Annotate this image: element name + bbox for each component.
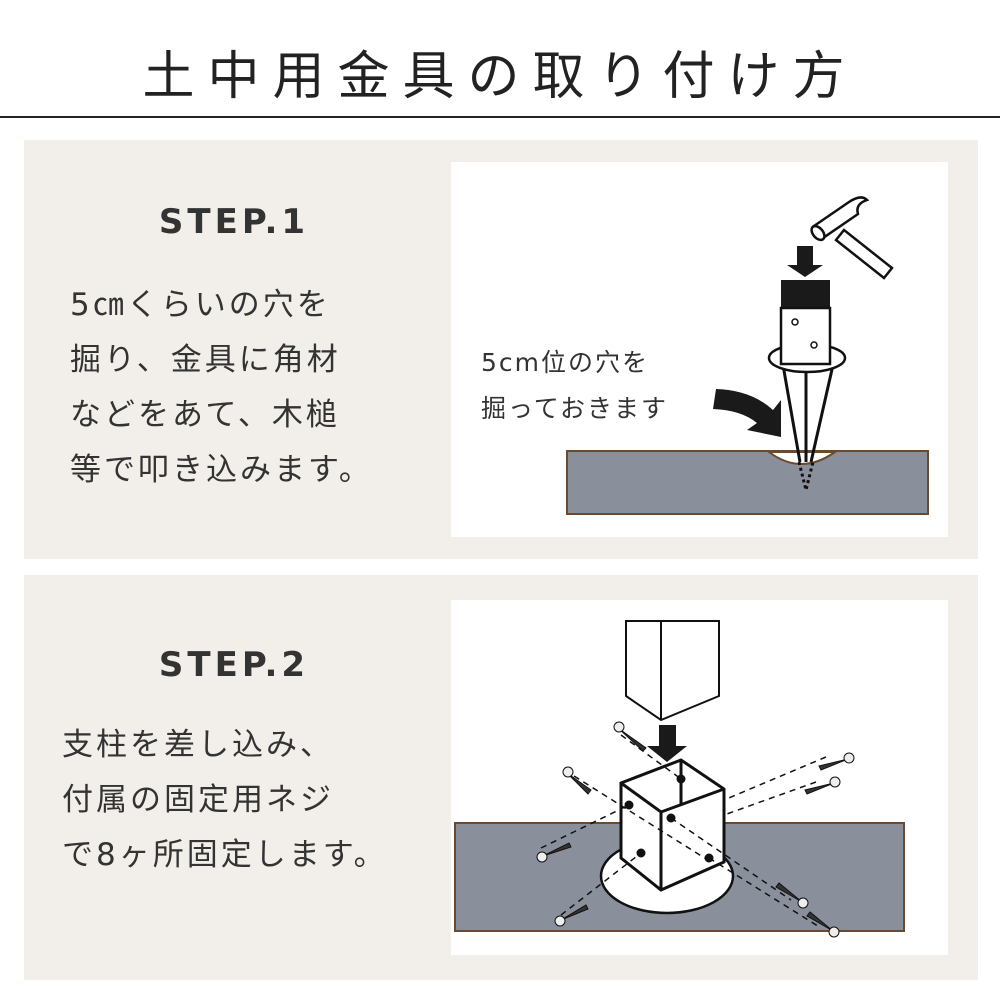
step-1-line: 5㎝くらいの穴を xyxy=(70,287,331,323)
step-2-diagram xyxy=(454,620,905,938)
bracket-box-icon xyxy=(619,758,726,892)
screw-paths xyxy=(540,734,827,929)
hole-icon xyxy=(765,451,839,465)
step-1-diagram xyxy=(566,196,929,515)
page-title: 土中用金具の取り付け方 xyxy=(142,47,858,107)
curved-arrow-icon xyxy=(713,389,781,437)
step-1-illustration: 5cm位の穴を 掘っておきます xyxy=(451,162,948,537)
down-arrow-icon xyxy=(647,725,687,762)
caption-line: 掘っておきます xyxy=(481,394,669,423)
step-1-caption: 5cm位の穴を 掘っておきます xyxy=(481,340,668,432)
step-2-heading: STEP.2 xyxy=(158,645,310,685)
step-1-line: 等で叩き込みます。 xyxy=(70,452,373,488)
step-2-illustration xyxy=(451,600,948,955)
step-1-panel: STEP.1 5㎝くらいの穴を 掘り、金具に角材 などをあて、木槌 等で叩き込み… xyxy=(24,140,978,559)
step-1-line: などをあて、木槌 xyxy=(70,397,340,433)
screw-icon xyxy=(536,721,855,938)
step-2-line: 支柱を差し込み、 xyxy=(62,727,334,763)
title-divider xyxy=(0,116,1000,118)
hammer-icon xyxy=(810,196,894,280)
step-1-description: 5㎝くらいの穴を 掘り、金具に角材 などをあて、木槌 等で叩き込みます。 xyxy=(70,278,373,498)
step-2-line: で8ヶ所固定します。 xyxy=(62,837,388,873)
step-1-heading: STEP.1 xyxy=(158,202,310,242)
step-2-panel: STEP.2 支柱を差し込み、 付属の固定用ネジ で8ヶ所固定します。 xyxy=(24,575,978,980)
caption-line: 5cm位の穴を xyxy=(481,348,650,377)
down-arrow-icon xyxy=(787,246,823,277)
ground-spike-bracket xyxy=(767,280,847,491)
post-icon xyxy=(625,620,720,722)
step-2-line: 付属の固定用ネジ xyxy=(62,782,334,818)
step-2-description: 支柱を差し込み、 付属の固定用ネジ で8ヶ所固定します。 xyxy=(62,718,388,883)
step-1-line: 掘り、金具に角材 xyxy=(70,342,341,378)
ground-icon xyxy=(566,450,929,515)
